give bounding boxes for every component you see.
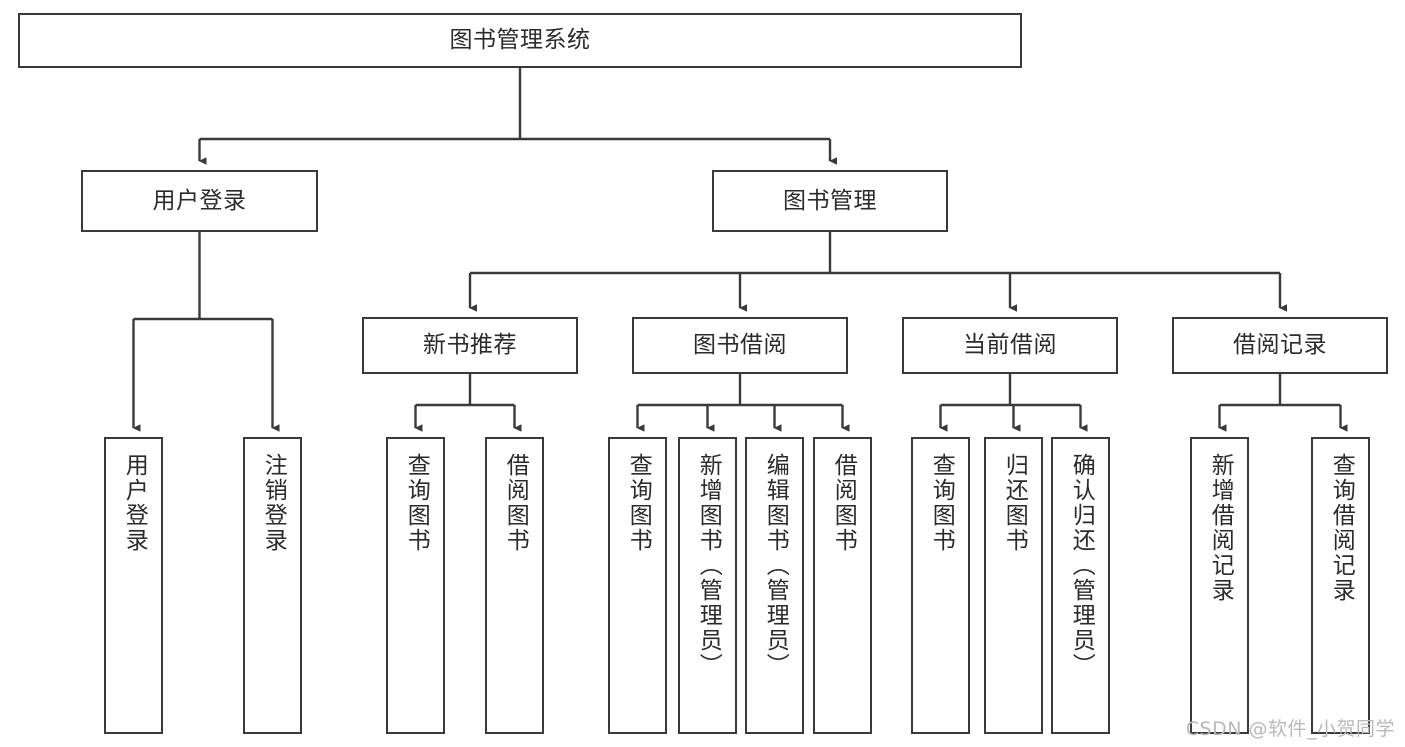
node-l-queryrec[interactable]: 查询借阅记录 bbox=[1311, 437, 1370, 734]
node-label: 用户登录 bbox=[121, 453, 148, 553]
node-l-confirm[interactable]: 确认归还（管理员） bbox=[1051, 437, 1110, 734]
node-label: 编辑图书（管理员） bbox=[762, 453, 789, 678]
node-label: 归还图书 bbox=[1001, 453, 1028, 553]
node-l-query3[interactable]: 查询图书 bbox=[911, 437, 970, 734]
node-label: 新书推荐 bbox=[423, 332, 517, 359]
node-l-query1[interactable]: 查询图书 bbox=[386, 437, 445, 734]
node-l-logout[interactable]: 注销登录 bbox=[243, 437, 302, 734]
node-l-addbook[interactable]: 新增图书（管理员） bbox=[678, 437, 737, 734]
node-label: 当前借阅 bbox=[963, 332, 1057, 359]
node-newrec[interactable]: 新书推荐 bbox=[362, 317, 578, 374]
node-root[interactable]: 图书管理系统 bbox=[18, 13, 1022, 68]
node-label: 注销登录 bbox=[260, 453, 287, 553]
node-borrow[interactable]: 图书借阅 bbox=[632, 317, 848, 374]
node-l-addrec[interactable]: 新增借阅记录 bbox=[1190, 437, 1249, 734]
node-l-borrow1[interactable]: 借阅图书 bbox=[485, 437, 544, 734]
node-label: 借阅图书 bbox=[502, 453, 529, 553]
node-records[interactable]: 借阅记录 bbox=[1172, 317, 1388, 374]
node-label: 新增借阅记录 bbox=[1207, 453, 1234, 603]
node-label: 查询图书 bbox=[403, 453, 430, 553]
node-label: 确认归还（管理员） bbox=[1068, 453, 1095, 678]
node-l-query2[interactable]: 查询图书 bbox=[608, 437, 667, 734]
node-label: 查询图书 bbox=[625, 453, 652, 553]
node-l-login[interactable]: 用户登录 bbox=[104, 437, 163, 734]
node-l-return[interactable]: 归还图书 bbox=[984, 437, 1043, 734]
node-label: 借阅图书 bbox=[830, 453, 857, 553]
node-label: 图书管理系统 bbox=[449, 27, 591, 54]
node-label: 借阅记录 bbox=[1233, 332, 1327, 359]
node-l-editbook[interactable]: 编辑图书（管理员） bbox=[745, 437, 804, 734]
node-label: 新增图书（管理员） bbox=[695, 453, 722, 678]
node-label: 图书管理 bbox=[783, 187, 877, 214]
node-label: 用户登录 bbox=[152, 187, 247, 214]
node-label: 查询图书 bbox=[928, 453, 955, 553]
node-l-borrow2[interactable]: 借阅图书 bbox=[813, 437, 872, 734]
node-login[interactable]: 用户登录 bbox=[81, 170, 318, 232]
node-label: 图书借阅 bbox=[693, 332, 787, 359]
csdn-watermark: CSDN @软件_小贺同学 bbox=[1185, 718, 1395, 740]
node-label: 查询借阅记录 bbox=[1328, 453, 1355, 603]
node-current[interactable]: 当前借阅 bbox=[902, 317, 1118, 374]
node-bookmgmt[interactable]: 图书管理 bbox=[712, 170, 948, 232]
